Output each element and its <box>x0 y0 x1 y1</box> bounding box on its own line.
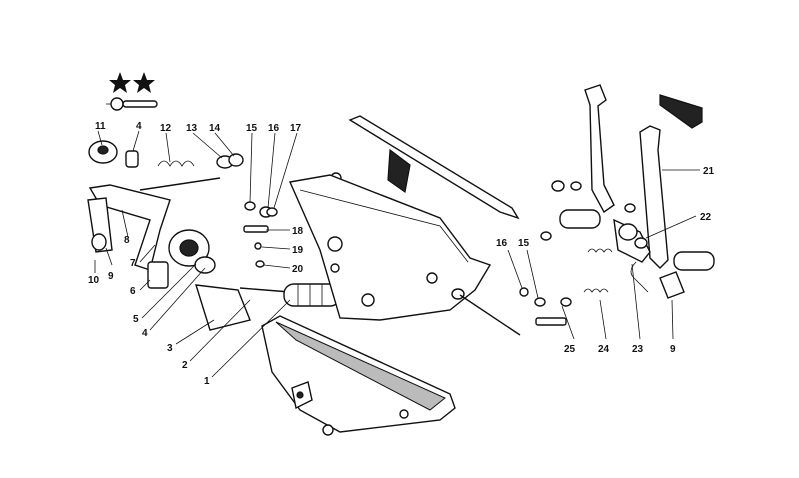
callout-20: 20 <box>292 264 304 275</box>
callout-25: 25 <box>564 344 576 355</box>
callout-18: 18 <box>292 226 304 237</box>
callout-23: 23 <box>632 344 644 355</box>
pedal-levers <box>519 84 715 326</box>
callout-12: 12 <box>160 123 172 134</box>
callout-11: 11 <box>95 121 106 132</box>
pedal-shaft-assembly <box>87 140 291 331</box>
callout-3: 3 <box>167 343 173 354</box>
callout-17: 17 <box>290 123 302 134</box>
model-symbol-icon <box>106 72 158 111</box>
callout-24: 24 <box>598 344 610 355</box>
leader-lines <box>94 130 700 378</box>
callout-15: 15 <box>246 123 258 134</box>
callout-21: 21 <box>703 166 715 177</box>
callout-2: 2 <box>182 360 188 371</box>
lower-cover <box>261 315 456 436</box>
callout-5: 5 <box>133 314 139 325</box>
callout-4-lower: 4 <box>142 328 148 339</box>
pedal-box-housing <box>288 115 521 336</box>
callout-13: 13 <box>186 123 198 134</box>
callout-19: 19 <box>292 245 304 256</box>
callout-6: 6 <box>130 286 136 297</box>
callout-16: 16 <box>268 123 280 134</box>
callout-9-right: 9 <box>670 344 676 355</box>
callout-14: 14 <box>209 123 221 134</box>
callout-10: 10 <box>88 275 100 286</box>
callout-1: 1 <box>204 376 210 387</box>
callout-22: 22 <box>700 212 712 223</box>
callout-8: 8 <box>124 235 130 246</box>
callout-labels: 11 4 12 13 14 15 16 17 8 9 10 7 6 5 4 3 … <box>88 121 715 387</box>
callout-15-right: 15 <box>518 238 530 249</box>
callout-9: 9 <box>108 271 114 282</box>
callout-4: 4 <box>136 121 142 132</box>
callout-7: 7 <box>130 258 136 269</box>
callout-16-right: 16 <box>496 238 508 249</box>
